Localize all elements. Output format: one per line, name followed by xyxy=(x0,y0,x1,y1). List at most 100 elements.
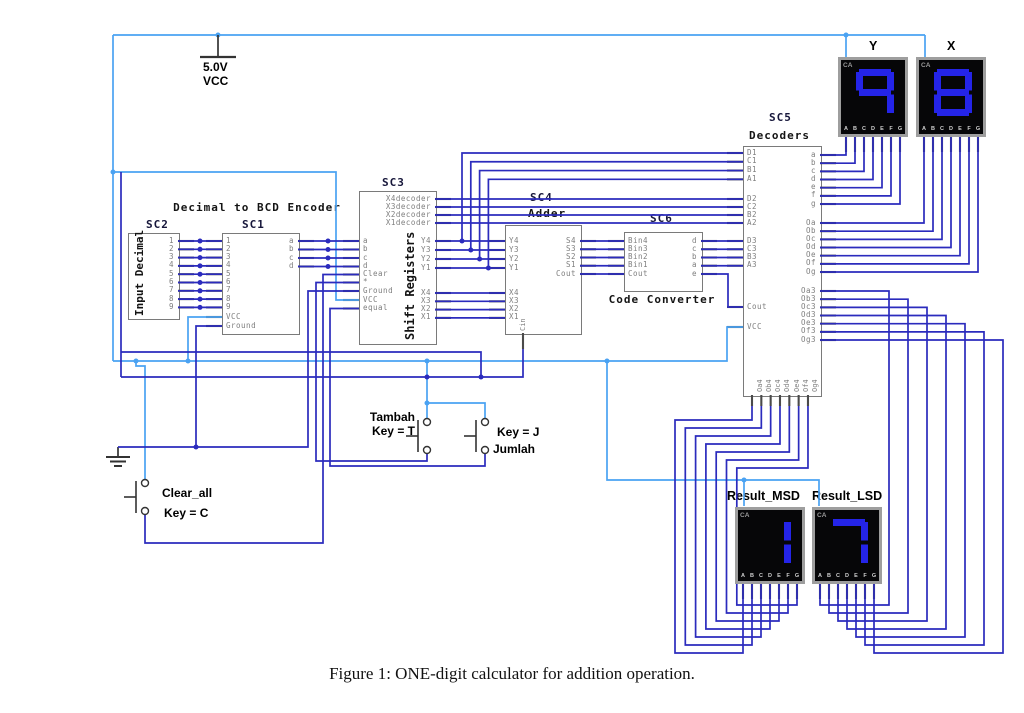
switch-label-tambah: Tambah xyxy=(369,410,415,424)
segment-letter: C xyxy=(862,126,866,132)
pin-label: c xyxy=(363,252,369,262)
junction-dot xyxy=(424,400,430,406)
pin-label: Oe xyxy=(805,250,816,260)
vertical-label-shift-registers: Shift Registers xyxy=(403,231,417,340)
power-wire xyxy=(135,361,146,479)
junction-dot xyxy=(215,32,221,38)
segment-letter: E xyxy=(777,573,781,579)
segment-letter: C xyxy=(940,126,944,132)
pin-label: X4 xyxy=(509,287,520,297)
pin-label: Od3 xyxy=(800,310,816,319)
switch-label-jumlah-key: Key = J xyxy=(497,425,540,439)
refdes-sc1: SC1 xyxy=(242,218,265,231)
pin-label: B2 xyxy=(747,209,758,219)
ground-wire xyxy=(195,325,222,447)
segment-letter: E xyxy=(854,573,858,579)
pin-label: a xyxy=(810,149,816,159)
pin-label: X4 xyxy=(420,287,431,297)
segment-letter: C xyxy=(836,573,840,579)
pin-label: Y4 xyxy=(420,235,431,245)
power-wire xyxy=(187,316,222,361)
pin-label: a xyxy=(691,260,697,270)
lsd-wire xyxy=(820,322,966,638)
pin-label: d xyxy=(691,235,697,245)
switch-terminal xyxy=(140,506,150,516)
segment-letter: A xyxy=(844,126,848,132)
pin-label: 4 xyxy=(226,260,232,270)
pin-label: X3 xyxy=(509,295,520,305)
segment-letter: D xyxy=(949,126,953,132)
segment-letter: F xyxy=(863,573,867,579)
segment-f xyxy=(934,72,941,91)
pin-label: d xyxy=(363,261,369,270)
pin-label: VCC xyxy=(363,294,379,304)
junction-dot xyxy=(843,32,849,38)
switch-terminal xyxy=(480,445,490,455)
segment-e xyxy=(934,94,941,113)
pin-label: B1 xyxy=(747,165,758,175)
segment-a xyxy=(937,69,969,76)
ydisp-wire xyxy=(820,137,847,156)
segment-letter: G xyxy=(897,126,903,132)
refdes-sc4: SC4 xyxy=(530,191,553,204)
display-label-result_msd: Result_MSD xyxy=(727,489,800,503)
pin-label: X1decoder xyxy=(385,217,431,227)
junction-dot xyxy=(197,238,203,244)
junction-dot xyxy=(325,264,331,269)
pin-label: Of4 xyxy=(802,379,811,392)
pin-label: b xyxy=(363,244,369,253)
segment-letter: F xyxy=(786,573,790,579)
pin-label: A2 xyxy=(747,217,758,227)
segment-letter: G xyxy=(871,573,877,579)
refdes-sc2: SC2 xyxy=(146,218,169,231)
segment-letter: G xyxy=(794,573,800,579)
junction-dot xyxy=(197,246,203,252)
segment-g xyxy=(937,89,969,96)
pin-label: Ob4 xyxy=(764,379,773,392)
segment-b xyxy=(887,72,894,91)
junction-dot xyxy=(197,271,203,277)
pin-label: Ob3 xyxy=(800,293,816,303)
ydisp-wire xyxy=(820,137,892,197)
pin-label: X3decoder xyxy=(385,201,431,211)
cin-wire xyxy=(121,349,524,378)
ca-label: CA xyxy=(843,62,853,69)
pin-label: S1 xyxy=(565,260,576,270)
display-label-result_lsd: Result_LSD xyxy=(812,489,883,503)
pin-label: equal xyxy=(363,303,389,312)
switch-label-clearall: Clear_all xyxy=(162,486,213,500)
pin-label: Oa4 xyxy=(755,379,764,392)
pin-label: Clear xyxy=(363,269,389,278)
pin-label: Og3 xyxy=(800,334,816,344)
pin-label: Oc3 xyxy=(800,301,816,311)
pin-label: e xyxy=(691,268,697,278)
pin-label: VCC xyxy=(747,321,763,331)
pin-label: Y2 xyxy=(509,253,520,263)
xdisp-wire xyxy=(820,137,970,265)
ydisp-wire xyxy=(820,137,901,205)
pin-label: Cout xyxy=(747,301,768,311)
digit-segments xyxy=(833,519,868,563)
pin-label: b xyxy=(810,157,816,167)
pin-label: A1 xyxy=(747,173,758,183)
segment-letter: A xyxy=(741,573,745,579)
pin-label: 7 xyxy=(226,285,232,295)
digit-segments xyxy=(784,522,791,563)
refdes-sc5: SC5 xyxy=(769,111,792,124)
pin-label: Of3 xyxy=(800,326,816,336)
xdisp-wire xyxy=(820,137,925,224)
xdisp-wire xyxy=(820,137,934,233)
junction-dot xyxy=(459,238,465,244)
power-wire xyxy=(427,402,486,418)
pin-label: X1 xyxy=(509,312,520,322)
pin-label: * xyxy=(363,277,369,286)
segment-c xyxy=(887,94,894,113)
pin-label: 4 xyxy=(168,260,174,270)
vcc-voltage-label: 5.0V xyxy=(203,60,228,74)
pin-label: Bin4 xyxy=(628,235,649,245)
junction-dot xyxy=(197,304,203,310)
pin-label: Oa3 xyxy=(800,285,816,295)
pin-label: X4decoder xyxy=(385,193,431,203)
